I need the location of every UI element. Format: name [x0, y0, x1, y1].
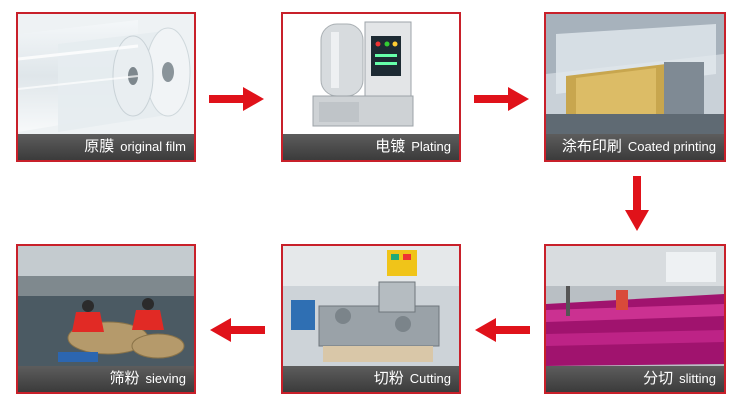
step-original-film: 原膜 original film	[16, 12, 196, 162]
step-caption: 筛粉 sieving	[18, 366, 194, 392]
caption-en: Coated printing	[627, 139, 716, 154]
step-slitting: 分切 slitting	[544, 244, 726, 394]
caption-en: original film	[120, 139, 186, 154]
arrow-right-icon	[209, 86, 265, 112]
plating-photo	[283, 14, 459, 134]
coated-printing-photo	[546, 14, 724, 134]
step-caption: 电镀 Plating	[283, 134, 459, 160]
arrow-left-icon	[474, 317, 530, 343]
caption-cn: 原膜	[84, 138, 115, 155]
caption-cn: 涂布印刷	[561, 138, 622, 155]
step-plating: 电镀 Plating	[281, 12, 461, 162]
caption-cn: 分切	[643, 370, 674, 387]
step-caption: 涂布印刷 Coated printing	[546, 134, 724, 160]
slitting-photo	[546, 246, 724, 366]
arrow-left-icon	[209, 317, 265, 343]
arrow-down-icon	[624, 176, 650, 232]
caption-en: Cutting	[409, 371, 451, 386]
caption-en: slitting	[679, 371, 716, 386]
step-sieving: 筛粉 sieving	[16, 244, 196, 394]
step-cutting: 切粉 Cutting	[281, 244, 461, 394]
caption-en: sieving	[145, 371, 186, 386]
step-caption: 分切 slitting	[546, 366, 724, 392]
step-coated-printing: 涂布印刷 Coated printing	[544, 12, 726, 162]
caption-cn: 筛粉	[109, 370, 140, 387]
sieving-photo	[18, 246, 194, 366]
arrow-right-icon	[474, 86, 530, 112]
step-caption: 原膜 original film	[18, 134, 194, 160]
caption-cn: 切粉	[373, 370, 404, 387]
step-caption: 切粉 Cutting	[283, 366, 459, 392]
caption-en: Plating	[411, 139, 451, 154]
caption-cn: 电镀	[375, 138, 406, 155]
cutting-photo	[283, 246, 459, 366]
original-film-photo	[18, 14, 194, 134]
